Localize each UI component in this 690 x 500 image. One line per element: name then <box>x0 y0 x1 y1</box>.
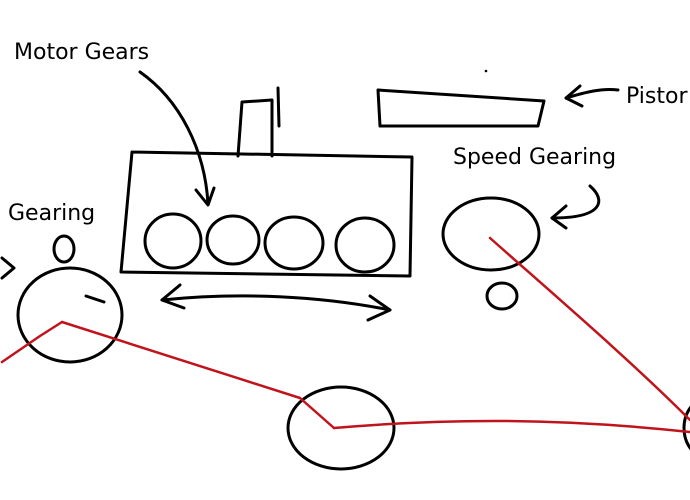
sliding-double-arrow <box>160 294 392 312</box>
belt-gearing-lower <box>0 320 64 364</box>
stray-dot <box>484 69 488 73</box>
right-edge-wheel <box>682 405 690 451</box>
piston-pointer-arrow <box>564 88 620 100</box>
motor-gear-4 <box>334 216 396 274</box>
piston-stem <box>276 86 281 128</box>
idler-wheel <box>286 385 396 471</box>
belt-speed-to-right <box>488 236 690 422</box>
piston-arrowhead <box>564 84 584 108</box>
piston-bar <box>376 88 546 128</box>
speed-gearing-arrowhead <box>550 204 568 230</box>
belt-idler-to-right <box>332 419 690 434</box>
piston-rod <box>236 98 274 158</box>
sliding-arrowhead-right <box>366 294 392 322</box>
label-motor-gears: Motor Gears <box>14 40 149 65</box>
motor-gear-1 <box>143 212 203 270</box>
motor-gears-arrowhead <box>194 186 216 207</box>
gearing-small-gear <box>52 234 76 264</box>
motor-gear-2 <box>205 214 261 266</box>
belt-gearing-to-idler <box>60 320 336 430</box>
sliding-arrowhead-left <box>160 283 186 310</box>
motor-gear-3 <box>263 215 325 271</box>
label-speed-gearing: Speed Gearing <box>453 145 616 170</box>
speed-gear-small <box>485 281 519 311</box>
gearing-wheel-spoke <box>84 294 106 304</box>
label-piston: Pistor <box>626 84 688 109</box>
speed-gear-wheel <box>441 196 541 272</box>
speed-gearing-pointer-arrow <box>550 184 601 220</box>
engine-block <box>119 150 414 278</box>
gearing-pointer-arrowhead <box>0 256 16 280</box>
label-gearing: Gearing <box>8 201 95 226</box>
motor-gears-pointer-arrow <box>138 70 210 206</box>
gearing-wheel <box>16 266 124 364</box>
